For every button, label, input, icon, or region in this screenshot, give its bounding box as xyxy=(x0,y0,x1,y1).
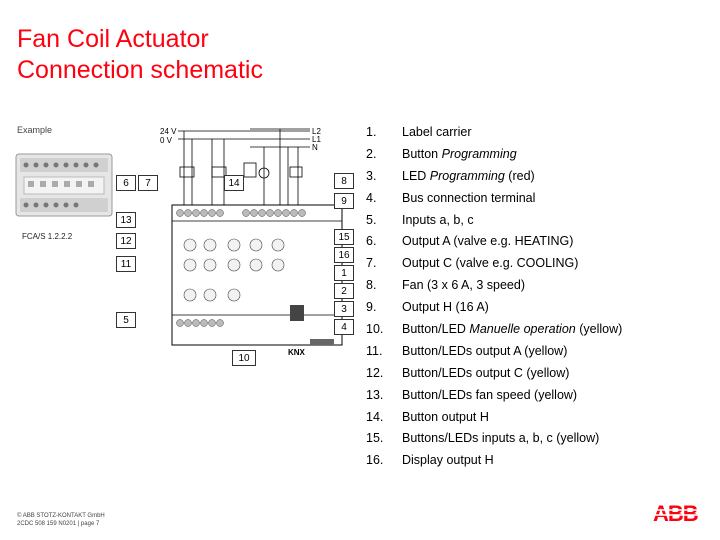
legend-text-part: Button xyxy=(402,146,442,161)
l1-label: L1 xyxy=(312,135,321,144)
legend-list: 1. Label carrier 2. Button Programming 3. L… xyxy=(360,122,700,472)
legend-text: Button/LEDs fan speed (yellow) xyxy=(402,387,578,402)
device-photo xyxy=(15,153,113,217)
legend-text: Output H (16 A) xyxy=(402,300,489,315)
page-title: Fan Coil Actuator Connection schematic xyxy=(17,24,263,86)
legend-number: 8. xyxy=(366,278,377,293)
legend-text: Inputs a, b, c xyxy=(402,212,474,227)
legend-item: 4. Bus connection terminal xyxy=(360,188,700,210)
legend-text: Button/LEDs output A (yellow) xyxy=(402,343,568,358)
legend-item: 9. Output H (16 A) xyxy=(360,297,700,319)
legend-text: Fan (3 x 6 A, 3 speed) xyxy=(402,278,525,293)
legend-text: LED Programming (red) xyxy=(402,166,535,188)
footer-copyright: © ABB STOTZ-KONTAKT GmbH xyxy=(17,513,105,519)
legend-number: 5. xyxy=(366,212,377,227)
callout-13: 13 xyxy=(116,212,136,228)
callout-9: 9 xyxy=(334,193,354,209)
footer: © ABB STOTZ-KONTAKT GmbH 2CDC 508 159 N0… xyxy=(17,512,105,528)
legend-number: 7. xyxy=(366,256,377,271)
n-label: N xyxy=(312,143,318,152)
legend-text-emphasis: Manuelle operation xyxy=(469,322,576,337)
legend-item: 10. Button/LED Manuelle operation (yellow… xyxy=(360,319,700,341)
legend-number: 1. xyxy=(366,125,377,139)
abb-logo-text: ABB xyxy=(653,503,698,523)
callout-10: 10 xyxy=(232,350,256,366)
legend-text: Bus connection terminal xyxy=(402,190,536,205)
title-line-1: Fan Coil Actuator xyxy=(17,25,209,53)
callout-4: 4 xyxy=(334,319,354,335)
callout-16: 16 xyxy=(334,247,354,263)
legend-text-emphasis: Programming xyxy=(429,168,505,183)
legend-text: Output C (valve e.g. COOLING) xyxy=(402,256,579,271)
legend-number: 15. xyxy=(366,431,384,446)
callout-12: 12 xyxy=(116,233,136,249)
callout-6: 6 xyxy=(116,175,136,191)
callout-2: 2 xyxy=(334,283,354,299)
connection-schematic: 24 V 0 V L2 L1 N KNX xyxy=(160,127,343,357)
legend-item: 5. Inputs a, b, c xyxy=(360,210,700,232)
legend-number: 3. xyxy=(366,168,377,183)
legend-number: 13. xyxy=(366,387,384,402)
legend-text: Display output H xyxy=(402,453,494,468)
title-line-2: Connection schematic xyxy=(17,56,263,84)
knx-label: KNX xyxy=(288,348,306,357)
callout-7: 7 xyxy=(138,175,158,191)
legend-text-part: (red) xyxy=(504,168,535,183)
legend-item: 2. Button Programming xyxy=(360,144,700,166)
device-model-label: FCA/S 1.2.2.2 xyxy=(22,232,73,241)
legend-item: 1. Label carrier xyxy=(360,122,700,144)
legend-text: Button output H xyxy=(402,409,489,424)
legend-number: 14. xyxy=(366,409,384,424)
example-label: Example xyxy=(17,125,53,135)
legend-item: 13. Button/LEDs fan speed (yellow) xyxy=(360,385,700,407)
legend-item: 6. Output A (valve e.g. HEATING) xyxy=(360,231,700,253)
callout-11: 11 xyxy=(116,256,136,272)
legend-item: 14. Button output H xyxy=(360,407,700,429)
callout-8: 8 xyxy=(334,173,354,189)
legend-number: 11. xyxy=(366,343,383,358)
callout-14: 14 xyxy=(224,175,244,191)
legend-text: Label carrier xyxy=(402,125,472,139)
legend-text: Button/LED Manuelle operation (yellow) xyxy=(402,319,622,341)
legend-item: 11. Button/LEDs output A (yellow) xyxy=(360,341,700,363)
legend-text: Buttons/LEDs inputs a, b, c (yellow) xyxy=(402,431,600,446)
legend-text-part: LED xyxy=(402,168,430,183)
callout-1: 1 xyxy=(334,265,354,281)
l2-label: L2 xyxy=(312,127,321,136)
legend-item: 8. Fan (3 x 6 A, 3 speed) xyxy=(360,275,700,297)
legend-item: 16. Display output H xyxy=(360,450,700,472)
legend-number: 4. xyxy=(366,190,377,205)
legend-number: 9. xyxy=(366,300,377,315)
legend-text: Button Programming xyxy=(402,144,517,166)
legend-number: 2. xyxy=(366,146,377,161)
legend-item: 7. Output C (valve e.g. COOLING) xyxy=(360,253,700,275)
legend-item: 12. Button/LEDs output C (yellow) xyxy=(360,363,700,385)
supply-24v-label: 24 V xyxy=(160,127,177,136)
legend-item: 15. Buttons/LEDs inputs a, b, c (yellow) xyxy=(360,428,700,450)
legend-number: 6. xyxy=(366,234,377,249)
callout-3: 3 xyxy=(334,301,354,317)
footer-doc-number: 2CDC 508 159 N0201 | page 7 xyxy=(17,521,100,527)
callout-15: 15 xyxy=(334,229,354,245)
abb-logo: ABB xyxy=(652,503,704,523)
legend-number: 12. xyxy=(366,365,384,380)
legend-text: Output A (valve e.g. HEATING) xyxy=(402,234,574,249)
legend-number: 16. xyxy=(366,453,384,468)
legend-item: 3. LED Programming (red) xyxy=(360,166,700,188)
legend-text: Button/LEDs output C (yellow) xyxy=(402,365,570,380)
legend-number: 10. xyxy=(366,322,384,337)
legend-text-part: Button/LED xyxy=(402,322,470,337)
legend-text-part: (yellow) xyxy=(575,322,623,337)
callout-5: 5 xyxy=(116,312,136,328)
legend-text-emphasis: Programming xyxy=(441,146,517,161)
supply-0v-label: 0 V xyxy=(160,136,173,145)
